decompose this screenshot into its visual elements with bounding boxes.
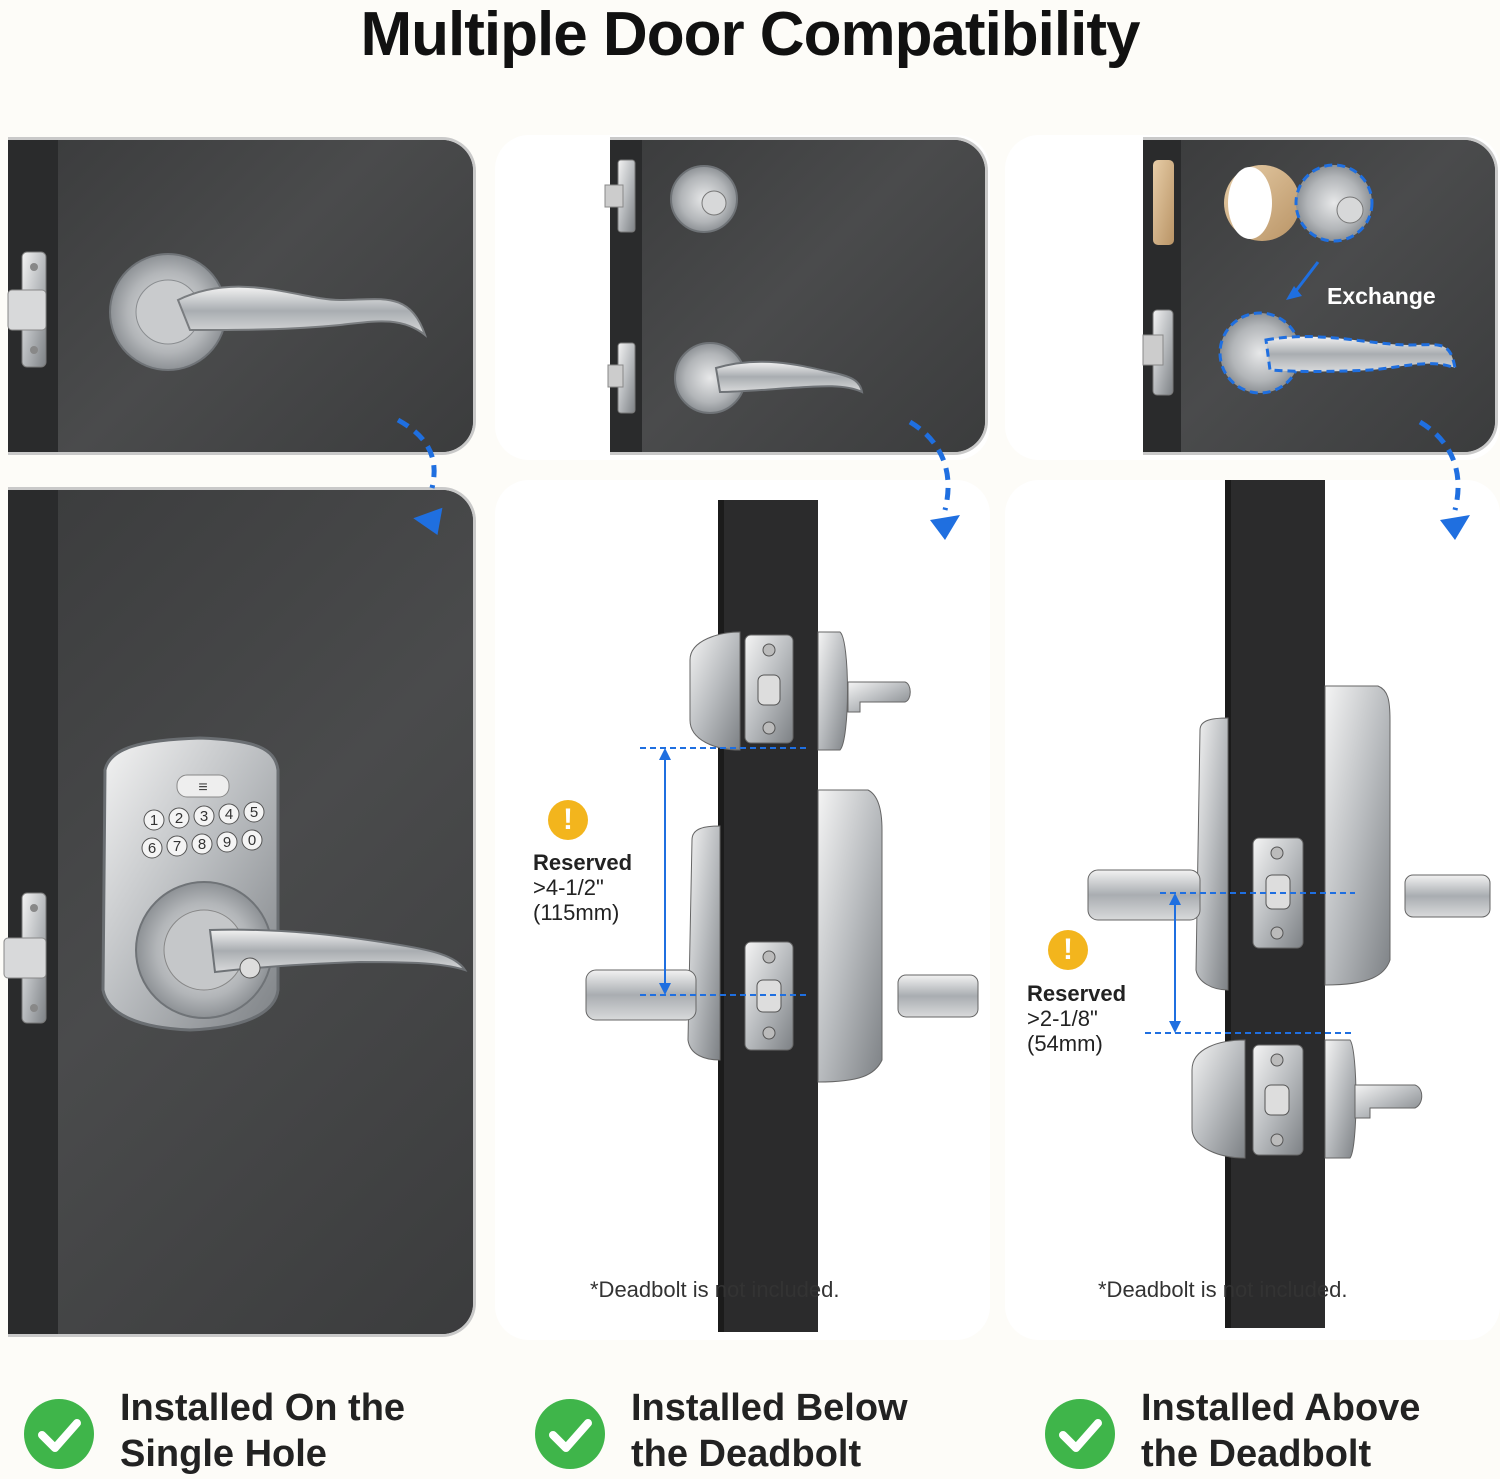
reserved-mm: (54mm) [1027,1031,1103,1056]
panel-2-keypad-lock-side [585,789,979,1083]
panel-3-lever [1218,311,1457,395]
keypad-key-label: 1 [150,812,158,829]
reserved-title: Reserved [1027,981,1127,1006]
panel-1-lever-handle [109,253,428,371]
panel-1-latch-plate-2 [3,892,47,1024]
label-below-deadbolt: Installed Below the Deadbolt [535,1385,1005,1475]
deadbolt-note: *Deadbolt is not included. [590,1277,840,1302]
keypad-key-label: 5 [250,804,258,821]
reserved-info-2: Reserved >4-1/2" (115mm) [533,850,632,925]
label-line-1: Installed On the [120,1387,406,1429]
reserved-value: >2-1/8" [1027,1006,1098,1031]
panel-1-latch-plate [7,251,47,368]
keypad-key-label: 6 [148,840,156,857]
check-circle-icon [1045,1399,1115,1469]
panel-3-deadbolt [1294,163,1374,243]
keypad-key [193,805,215,827]
keypad-key [243,801,265,823]
label-line-2: the Deadbolt [1141,1433,1372,1475]
panel-3-latch [1142,309,1174,396]
panel-2-lever [674,342,864,414]
check-circle-icon [535,1399,605,1469]
keypad-key-label: 0 [248,832,256,849]
panel-2-door-edge [718,500,818,1332]
svg-text:≡: ≡ [198,779,207,796]
keypad-key [141,837,163,859]
reserved-title: Reserved [533,850,633,875]
keypad-key [143,809,165,831]
keypad-key-label: 3 [200,808,208,825]
label-above-deadbolt: Installed Above the Deadbolt [1045,1385,1495,1475]
panel-2-door-before [610,137,988,455]
warning-icon: ! [1048,930,1088,970]
reserved-mm: (115mm) [533,900,620,925]
curved-arrow-icon [1418,419,1461,511]
keypad-key-label: 4 [225,806,233,823]
panel-3-wood-edge [1153,160,1174,245]
label-line-1: Installed Above [1141,1387,1421,1429]
keypad-key-label: 9 [223,834,231,851]
curved-arrow-icon [396,417,437,489]
label-line-1: Installed Below [631,1387,908,1429]
reserved-info-3: Reserved >2-1/8" (54mm) [1027,981,1126,1056]
label-single-hole: Installed On the Single Hole [24,1385,494,1475]
curved-arrow-icon [908,419,951,511]
keypad-key [241,829,263,851]
keypad-key-label: 2 [175,810,183,827]
panel-3-bore-hole [1224,165,1300,241]
keypad-lock-body: ≡ [101,736,468,1032]
label-line-2: the Deadbolt [631,1433,862,1475]
warning-icon: ! [548,800,588,840]
deadbolt-note: *Deadbolt is not included. [1098,1277,1348,1302]
keypad-key [218,803,240,825]
page-title: Multiple Door Compatibility [360,0,1141,69]
keypad-key-label: 8 [198,836,206,853]
label-line-2: Single Hole [120,1433,327,1475]
panel-2-deadbolt-side [689,631,911,751]
keypad-key [191,833,213,855]
keypad-key [166,835,188,857]
keypad-key [216,831,238,853]
keypad-key-label: 7 [173,838,181,855]
panel-3-deadbolt-side [1191,1039,1423,1159]
reserved-value: >4-1/2" [533,875,604,900]
panel-2-deadbolt [670,165,738,233]
panel-2-latch-plates [604,159,636,414]
check-circle-icon [24,1399,94,1469]
exchange-label: Exchange [1327,283,1436,309]
keypad-key [168,807,190,829]
